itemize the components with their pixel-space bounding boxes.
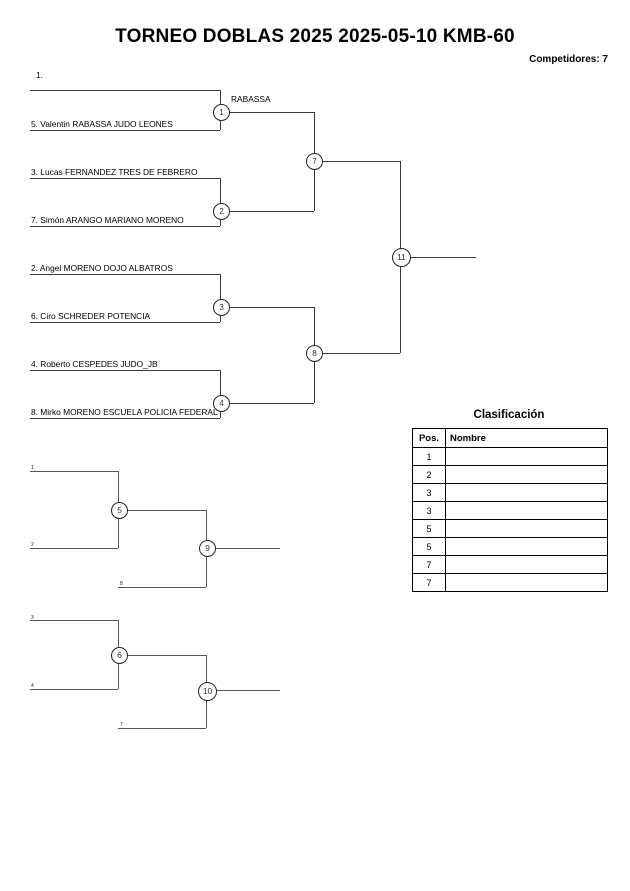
rep1-feeder-label-3: 8	[120, 581, 123, 587]
cell-pos: 2	[412, 465, 446, 484]
match-node-4[interactable]: 4	[213, 395, 230, 412]
match-node-11[interactable]: 11	[392, 248, 411, 267]
page-title: TORNEO DOBLAS 2025 2025-05-10 KMB-60	[115, 26, 515, 47]
entry-line-3	[30, 178, 220, 179]
rep2-entry-line-2	[30, 689, 118, 690]
cell-pos: 3	[412, 483, 446, 502]
rep2-output-line-match-10	[215, 690, 280, 691]
cell-name	[445, 537, 608, 556]
slot-label-5: 2. Angel MORENO DOJO ALBATROS	[31, 263, 173, 273]
table-row: 3	[412, 501, 608, 520]
match-node-3[interactable]: 3	[213, 299, 230, 316]
table-row: 2	[412, 465, 608, 484]
cell-name	[445, 501, 608, 520]
table-header-row: Pos. Nombre	[412, 428, 608, 448]
cell-pos: 5	[412, 519, 446, 538]
connector-match-2	[220, 178, 221, 226]
entry-line-4	[30, 226, 220, 227]
rep1-entry-line-3	[118, 587, 206, 588]
slot-label-4: 7. Simón ARANGO MARIANO MORENO	[31, 215, 184, 225]
entry-line-8	[30, 418, 220, 419]
rep2-entry-line-1	[30, 620, 118, 621]
output-line-match-2	[228, 211, 314, 212]
cell-pos: 3	[412, 501, 446, 520]
match-node-2[interactable]: 2	[213, 203, 230, 220]
entry-line-5	[30, 274, 220, 275]
rep1-match-node-5[interactable]: 5	[111, 502, 128, 519]
table-row: 7	[412, 573, 608, 592]
match-node-7[interactable]: 7	[306, 153, 323, 170]
rep1-feeder-label-1: 1	[31, 465, 34, 471]
entry-line-1	[30, 90, 220, 91]
slot-label-7: 4. Roberto CESPEDES JUDO_JB	[31, 359, 158, 369]
cell-name	[445, 483, 608, 502]
column-header-name: Nombre	[445, 428, 608, 448]
match-node-1[interactable]: 1	[213, 104, 230, 121]
rep2-match-node-6[interactable]: 6	[111, 647, 128, 664]
entry-line-6	[30, 322, 220, 323]
table-row: 3	[412, 483, 608, 502]
table-row: 5	[412, 537, 608, 556]
rep1-entry-line-1	[30, 471, 118, 472]
rep2-match-node-10[interactable]: 10	[198, 682, 217, 701]
cell-pos: 1	[412, 447, 446, 466]
output-line-match-1	[228, 112, 314, 113]
cell-pos: 7	[412, 573, 446, 592]
output-line-match-4	[228, 403, 314, 404]
table-row: 1	[412, 447, 608, 466]
rep2-entry-line-3	[118, 728, 206, 729]
match-node-8[interactable]: 8	[306, 345, 323, 362]
rep2-feeder-label-2: 4	[31, 683, 34, 689]
entry-line-7	[30, 370, 220, 371]
cell-name	[445, 519, 608, 538]
connector-match-3	[220, 274, 221, 322]
rep1-output-line-match-9	[214, 548, 280, 549]
winner-label-match-1: RABASSA	[231, 94, 271, 104]
entry-line-2	[30, 130, 220, 131]
output-line-match-3	[228, 307, 314, 308]
rep1-entry-line-2	[30, 548, 118, 549]
column-header-pos: Pos.	[412, 428, 446, 448]
slot-label-1: 1.	[36, 70, 43, 80]
cell-pos: 5	[412, 537, 446, 556]
table-row: 5	[412, 519, 608, 538]
rep1-feeder-label-2: 2	[31, 542, 34, 548]
table-row: 7	[412, 555, 608, 574]
rep1-output-line-match-5	[126, 510, 206, 511]
slot-label-6: 6. Ciro SCHREDER POTENCIA	[31, 311, 151, 321]
connector-match-4	[220, 370, 221, 418]
cell-name	[445, 555, 608, 574]
output-line-final	[409, 257, 476, 258]
cell-pos: 7	[412, 555, 446, 574]
competitors-count: Competidores: 7	[529, 54, 608, 65]
rep2-output-line-match-6	[126, 655, 206, 656]
clasificacion-title: Clasificación	[473, 409, 545, 421]
output-line-match-7	[321, 161, 400, 162]
cell-name	[445, 447, 608, 466]
slot-label-3: 3. Lucas FERNANDEZ TRES DE FEBRERO	[31, 167, 198, 177]
output-line-match-8	[321, 353, 400, 354]
slot-label-8: 8. Mirko MORENO ESCUELA POLICIA FEDERAL	[31, 407, 218, 417]
rep2-feeder-label-3: 7	[120, 722, 123, 728]
cell-name	[445, 573, 608, 592]
rep1-match-node-9[interactable]: 9	[199, 540, 216, 557]
rep2-feeder-label-1: 3	[31, 615, 34, 621]
cell-name	[445, 465, 608, 484]
slot-label-2: 5. Valentin RABASSA JUDO LEONES	[31, 119, 173, 129]
